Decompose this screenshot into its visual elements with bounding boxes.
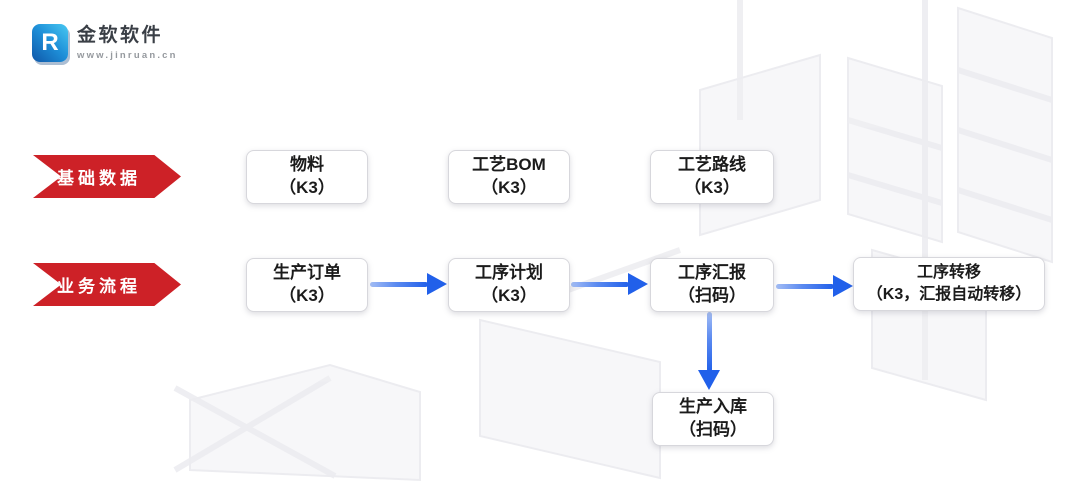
node-line: （K3） xyxy=(684,178,740,197)
node-line: （K3） xyxy=(279,286,335,305)
node-line: （K3） xyxy=(481,178,537,197)
arrow-shaft xyxy=(370,282,428,287)
node-line: 工艺BOM xyxy=(472,155,546,175)
node-line: 工艺路线 xyxy=(678,155,746,175)
node-line: 生产订单 xyxy=(273,263,341,283)
node-line: （K3） xyxy=(279,178,335,197)
node-operation-plan: 工序计划 （K3） xyxy=(448,258,570,312)
jinruan-logo-icon: R xyxy=(32,24,68,62)
node-line: 工序转移 xyxy=(916,264,981,282)
node-line: 工序计划 xyxy=(475,263,543,283)
arrow-report-to-transfer xyxy=(776,275,854,298)
arrow-shaft xyxy=(776,284,834,289)
node-production-inbound: 生产入库 （扫码） xyxy=(652,392,774,446)
banner-business-process-label: 业务流程 xyxy=(57,277,141,296)
node-process-bom: 工艺BOM （K3） xyxy=(448,150,570,204)
logo-company-name: 金软软件 xyxy=(77,25,164,46)
banner-basic-data-label: 基础数据 xyxy=(57,169,141,188)
arrow-report-to-inbound xyxy=(698,312,721,392)
node-operation-transfer: 工序转移 （K3，汇报自动转移） xyxy=(853,257,1045,311)
node-line: （K3） xyxy=(481,286,537,305)
logo-website: www.jinruan.cn xyxy=(77,49,178,61)
node-line: 工序汇报 xyxy=(678,263,746,283)
arrow-head-icon xyxy=(833,275,853,297)
arrow-order-to-plan xyxy=(370,273,448,296)
arrow-head-icon xyxy=(698,370,720,390)
node-line: （K3，汇报自动转移） xyxy=(866,286,1032,303)
arrow-plan-to-report xyxy=(571,273,649,296)
logo-text: 金软软件 www.jinruan.cn xyxy=(77,24,178,61)
node-line: 生产入库 xyxy=(679,397,747,417)
node-process-routing: 工艺路线 （K3） xyxy=(650,150,774,204)
logo: R 金软软件 www.jinruan.cn xyxy=(32,24,178,62)
arrow-shaft xyxy=(571,282,629,287)
node-line: （扫码） xyxy=(679,420,747,439)
node-line: 物料 xyxy=(290,155,324,175)
node-line: （扫码） xyxy=(678,286,746,305)
node-operation-report: 工序汇报 （扫码） xyxy=(650,258,774,312)
arrow-shaft xyxy=(707,312,712,372)
node-production-order: 生产订单 （K3） xyxy=(246,258,368,312)
node-material: 物料 （K3） xyxy=(246,150,368,204)
arrow-head-icon xyxy=(427,273,447,295)
logo-icon-letter: R xyxy=(41,29,59,56)
banner-business-process: 业务流程 xyxy=(33,263,181,306)
arrow-head-icon xyxy=(628,273,648,295)
